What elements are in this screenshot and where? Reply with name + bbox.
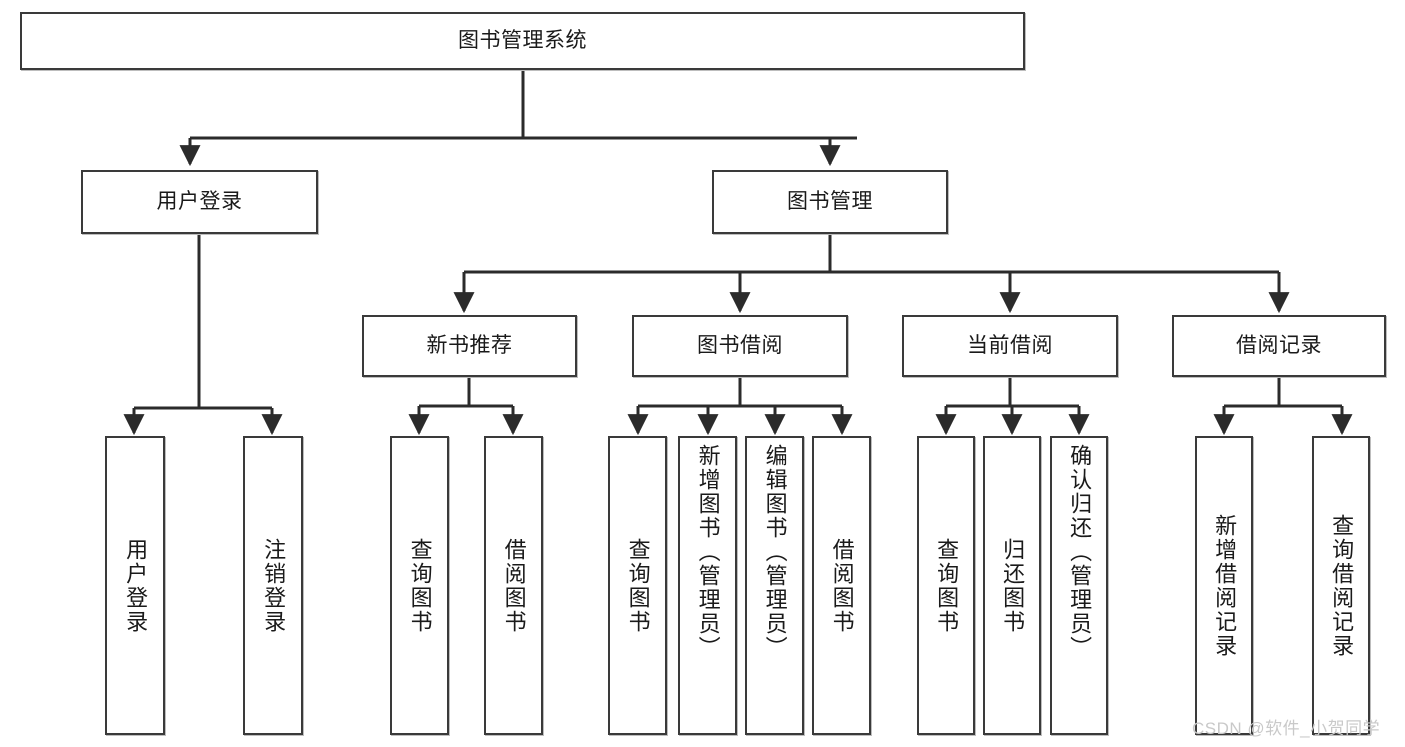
- node-leaf-query-book-1[interactable]: 查询图书: [390, 436, 449, 735]
- node-leaf-query-record-label: 查询借阅记录: [1329, 513, 1355, 658]
- node-leaf-borrow-book-2-label: 借阅图书: [829, 537, 855, 634]
- watermark: CSDN @软件_小贺同学: [1192, 719, 1381, 738]
- node-leaf-query-book-3[interactable]: 查询图书: [917, 436, 975, 735]
- node-leaf-query-book-1-label: 查询图书: [407, 537, 433, 634]
- node-book-borrow[interactable]: 图书借阅: [632, 315, 848, 377]
- node-book-borrow-label: 图书借阅: [697, 333, 783, 357]
- node-leaf-logout[interactable]: 注销登录: [243, 436, 303, 735]
- node-leaf-borrow-book-1[interactable]: 借阅图书: [484, 436, 543, 735]
- node-leaf-user-login-label: 用户登录: [123, 537, 149, 634]
- node-leaf-add-book-label: 新增图书（管理员）: [695, 444, 721, 660]
- node-leaf-add-record-label: 新增借阅记录: [1212, 513, 1238, 658]
- node-root[interactable]: 图书管理系统: [20, 12, 1025, 70]
- node-leaf-edit-book-label: 编辑图书（管理员）: [762, 444, 788, 660]
- node-leaf-confirm-return[interactable]: 确认归还（管理员）: [1050, 436, 1108, 735]
- node-book-manage[interactable]: 图书管理: [712, 170, 948, 234]
- node-leaf-query-book-3-label: 查询图书: [934, 537, 960, 634]
- node-leaf-confirm-return-label: 确认归还（管理员）: [1067, 444, 1093, 660]
- node-leaf-query-book-2[interactable]: 查询图书: [608, 436, 667, 735]
- node-user-login[interactable]: 用户登录: [81, 170, 318, 234]
- node-leaf-logout-label: 注销登录: [261, 537, 287, 634]
- node-root-label: 图书管理系统: [458, 28, 587, 52]
- node-borrow-record[interactable]: 借阅记录: [1172, 315, 1386, 377]
- node-leaf-borrow-book-1-label: 借阅图书: [501, 537, 527, 634]
- node-user-login-label: 用户登录: [156, 189, 243, 213]
- node-leaf-query-record[interactable]: 查询借阅记录: [1312, 436, 1370, 735]
- node-new-book-rec-label: 新书推荐: [426, 333, 513, 357]
- node-leaf-borrow-book-2[interactable]: 借阅图书: [812, 436, 871, 735]
- node-borrow-record-label: 借阅记录: [1236, 333, 1322, 357]
- node-leaf-add-book[interactable]: 新增图书（管理员）: [678, 436, 737, 735]
- node-new-book-rec[interactable]: 新书推荐: [362, 315, 577, 377]
- node-leaf-add-record[interactable]: 新增借阅记录: [1195, 436, 1253, 735]
- node-leaf-edit-book[interactable]: 编辑图书（管理员）: [745, 436, 804, 735]
- node-leaf-return-book[interactable]: 归还图书: [983, 436, 1041, 735]
- node-current-borrow-label: 当前借阅: [967, 333, 1053, 357]
- node-leaf-query-book-2-label: 查询图书: [625, 537, 651, 634]
- node-book-manage-label: 图书管理: [787, 189, 873, 213]
- node-leaf-return-book-label: 归还图书: [1000, 537, 1026, 634]
- node-current-borrow[interactable]: 当前借阅: [902, 315, 1118, 377]
- node-leaf-user-login[interactable]: 用户登录: [105, 436, 165, 735]
